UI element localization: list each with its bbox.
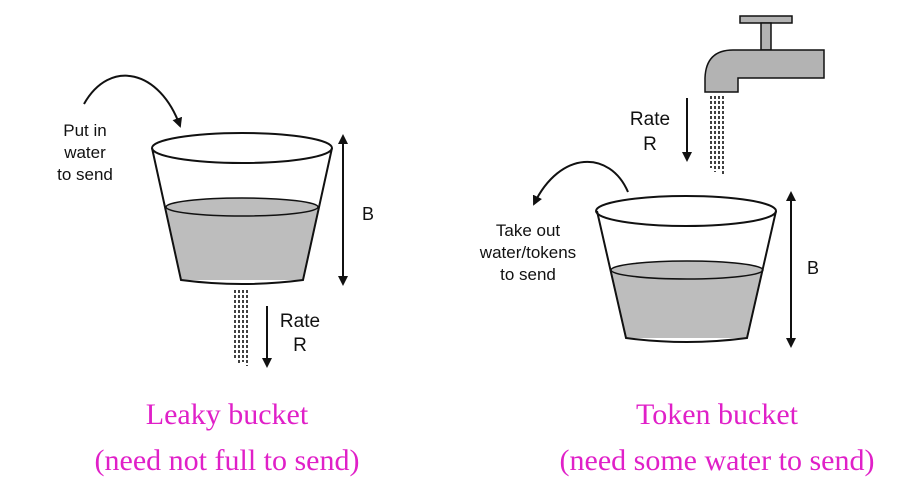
token-caption-line2: (need some water to send): [560, 444, 875, 477]
leaky-put-in-label-line3: to send: [57, 165, 113, 184]
token-rate-label-line2: R: [643, 134, 657, 155]
token-bucket-wall: [596, 210, 777, 343]
token-bucket-water-surface: [610, 260, 764, 280]
leaky-caption-line2: (need not full to send): [95, 444, 360, 477]
token-bucket-water: [611, 270, 763, 338]
leaky-caption-line1: Leaky bucket: [146, 398, 309, 431]
put-in-arrow: [83, 74, 183, 128]
leaky-bucket-rim: [151, 132, 333, 164]
token-take-out-label-line3: to send: [500, 265, 556, 284]
token-capacity-label: B: [807, 258, 819, 278]
leaky-rate-label-line1: Rate: [280, 311, 320, 332]
token-caption-line1: Token bucket: [636, 398, 799, 431]
token-take-out-label-line1: Take out: [496, 221, 561, 240]
leaky-bucket-wall: [151, 147, 333, 285]
leaky-capacity-label: B: [362, 204, 374, 224]
leaky-bucket-water-surface: [165, 197, 319, 217]
token-bucket-diagram: Rate R Take out water/tokens to send B T…: [479, 15, 875, 477]
leaky-put-in-label-line2: water: [63, 143, 106, 162]
token-take-out-label-line2: water/tokens: [479, 243, 576, 262]
token-bucket-rim: [595, 195, 777, 227]
faucet-icon: [704, 15, 825, 93]
leaky-rate-label-line2: R: [293, 335, 307, 356]
leaky-bucket-diagram: Put in water to send B Rate R Leaky buck…: [57, 74, 374, 477]
leaky-bucket-water: [166, 207, 318, 280]
leaky-put-in-label-line1: Put in: [63, 121, 106, 140]
pouring-water: [710, 96, 724, 176]
take-out-arrow: [532, 160, 629, 206]
leak-drops: [234, 290, 248, 366]
token-rate-label-line1: Rate: [630, 109, 670, 130]
